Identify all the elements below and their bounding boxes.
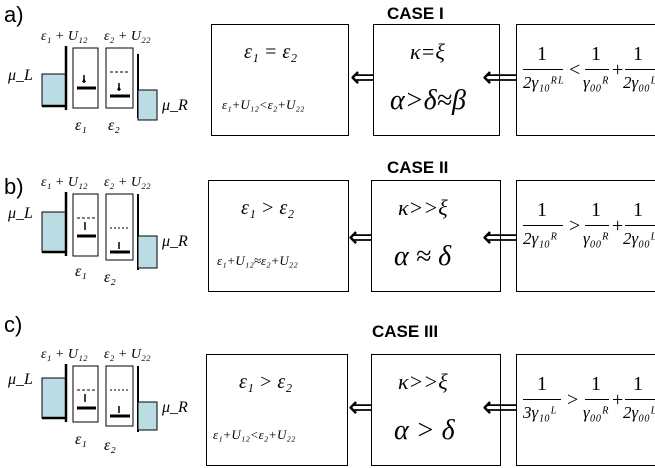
right-lead — [137, 401, 158, 431]
frac-num-1: 1 — [537, 43, 547, 65]
panel-label-c: c) — [4, 312, 23, 337]
dot-label-2: ε₂ — [108, 117, 120, 134]
box1-line2: ε₁+U₁₂<ε₂+U₂₂ — [213, 427, 296, 442]
frac-op-1: > — [569, 215, 581, 237]
box2-line2: α > δ — [394, 415, 455, 446]
mu-right: μ_R — [161, 97, 188, 114]
case-title-1: CASE I — [387, 4, 444, 23]
frac-den-3: 2γ₀₀ᴸ — [623, 229, 655, 248]
frac-num-3: 1 — [633, 373, 643, 395]
frac-den-1: 2γ₁₀ᴿ — [523, 229, 558, 248]
row-case-1: a) CASE I ε₁ + U₁₂ ε₂ + U₂₂ μ_L ε₁ ε₂ μ_… — [0, 0, 655, 156]
level-label-1: ε₁ + U₁₂ — [41, 347, 88, 362]
frac-den-1: 2γ₁₀ᴿᴸ — [523, 73, 565, 92]
frac-den-3: 2γ₀₀ᴸ — [623, 403, 655, 422]
row-case-3: c) CASE III ε₁ + U₁₂ ε₂ + U₂₂ μ_L ε₁ ε₂ … — [0, 312, 655, 468]
frac-den-3: 2γ₀₀ᴸ — [623, 73, 655, 92]
case-title-2: CASE II — [387, 158, 449, 177]
frac-num-2: 1 — [591, 373, 601, 395]
frac-plus-1: + — [612, 389, 624, 411]
box2-line1: κ>>ξ — [398, 195, 448, 220]
frac-plus-1: + — [612, 215, 624, 237]
frac-den-2: γ₀₀ᴿ — [583, 403, 609, 422]
frac-den-2: γ₀₀ᴿ — [583, 73, 609, 92]
condition-box-1: ε₁ = ε₂ ε₁+U₁₂<ε₂+U₂₂ — [211, 24, 349, 136]
box1-line2: ε₁+U₁₂≈ε₂+U₂₂ — [217, 253, 298, 268]
level-label-2: ε₂ + U₂₂ — [104, 29, 151, 44]
mu-left: μ_L — [7, 371, 33, 388]
condition-box-3: 1 2γ₁₀ᴿ > 1 γ₀₀ᴿ + 1 2γ₀₀ᴸ — [516, 180, 655, 292]
left-lead — [41, 377, 67, 419]
box1-line2: ε₁+U₁₂<ε₂+U₂₂ — [222, 97, 305, 112]
box1-line1: ε₁ = ε₂ — [244, 41, 298, 63]
row-case-2: b) CASE II ε₁ + U₁₂ ε₂ + U₂₂ μ_L ε₁ ε₂ μ… — [0, 156, 655, 312]
right-lead — [137, 89, 158, 121]
level-label-2: ε₂ + U₂₂ — [104, 347, 151, 362]
mu-right: μ_R — [161, 399, 188, 416]
level-label-1: ε₁ + U₁₂ — [41, 29, 88, 44]
case-title-3: CASE III — [372, 322, 439, 341]
frac-op-1: > — [567, 389, 579, 411]
frac-den-2: γ₀₀ᴿ — [583, 229, 609, 248]
frac-num-2: 1 — [591, 199, 601, 221]
mu-right: μ_R — [161, 233, 188, 250]
mu-left: μ_L — [7, 67, 33, 84]
dot-label-2: ε₂ — [104, 269, 116, 286]
dot-label-1: ε₁ — [75, 263, 87, 280]
frac-num-1: 1 — [537, 373, 547, 395]
condition-box-3: 1 3γ₁₀ᴸ > 1 γ₀₀ᴿ + 1 2γ₀₀ᴸ — [516, 354, 655, 466]
frac-den-1: 3γ₁₀ᴸ — [523, 403, 557, 422]
box2-line1: κ>>ξ — [398, 369, 448, 394]
frac-num-1: 1 — [537, 199, 547, 221]
mu-left: μ_L — [7, 205, 33, 222]
panel-label-a: a) — [4, 2, 24, 27]
frac-num-3: 1 — [633, 43, 643, 65]
dot-label-1: ε₁ — [75, 117, 87, 134]
energy-diagram-c: ε₁ + U₁₂ ε₂ + U₂₂ μ_L ε₁ ε₂ μ_R — [7, 347, 188, 454]
left-lead — [41, 73, 67, 107]
condition-box-1: ε₁ > ε₂ ε₁+U₁₂<ε₂+U₂₂ — [206, 354, 348, 466]
box2-line2: α>δ≈β — [390, 85, 466, 116]
condition-box-2: κ=ξ α>δ≈β — [373, 24, 500, 136]
panel-label-b: b) — [4, 174, 24, 199]
left-lead — [41, 211, 67, 253]
dot-label-1: ε₁ — [75, 431, 87, 448]
energy-diagram-b: ε₁ + U₁₂ ε₂ + U₂₂ μ_L ε₁ ε₂ μ_R — [7, 175, 188, 286]
box2-line1: κ=ξ — [410, 39, 445, 64]
frac-plus-1: + — [612, 59, 624, 81]
condition-box-2: κ>>ξ α > δ — [371, 354, 501, 466]
frac-num-3: 1 — [633, 199, 643, 221]
box1-line1: ε₁ > ε₂ — [239, 371, 293, 393]
energy-diagram-a: ε₁ + U₁₂ ε₂ + U₂₂ μ_L ε₁ ε₂ μ_R — [7, 29, 188, 134]
frac-num-2: 1 — [591, 43, 601, 65]
condition-box-1: ε₁ > ε₂ ε₁+U₁₂≈ε₂+U₂₂ — [208, 180, 349, 292]
box2-line2: α ≈ δ — [394, 241, 452, 272]
frac-op-1: < — [569, 59, 581, 81]
box1-line1: ε₁ > ε₂ — [241, 197, 295, 219]
level-label-2: ε₂ + U₂₂ — [104, 175, 151, 190]
condition-box-3: 1 2γ₁₀ᴿᴸ < 1 γ₀₀ᴿ + 1 2γ₀₀ᴸ — [516, 24, 655, 136]
condition-box-2: κ>>ξ α ≈ δ — [371, 180, 501, 292]
right-lead — [137, 235, 158, 269]
level-label-1: ε₁ + U₁₂ — [41, 175, 88, 190]
dot-label-2: ε₂ — [104, 437, 116, 454]
